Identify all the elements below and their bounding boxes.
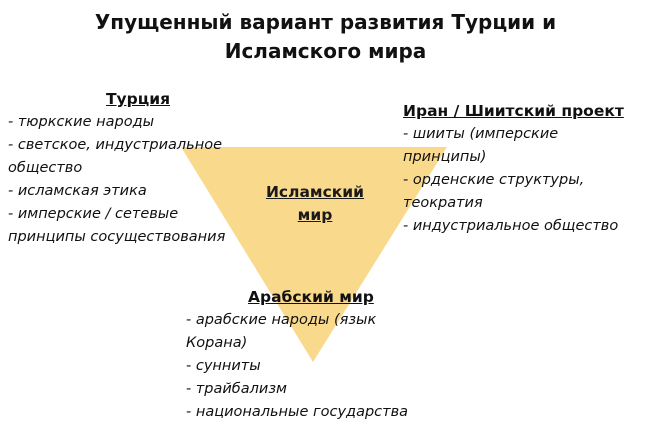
arab-item: - трайбализм xyxy=(186,381,287,397)
iran-item: - шииты (имперские xyxy=(403,126,559,142)
iran-item: теократия xyxy=(403,195,483,211)
turkey-heading: Турция xyxy=(105,90,171,108)
turkey-block: Турция - тюркские народы - светское, инд… xyxy=(8,88,268,249)
arab-item: - арабские народы (язык xyxy=(186,312,377,328)
arab-item: Корана) xyxy=(186,335,248,351)
iran-item: - индустриальное общество xyxy=(403,218,619,234)
iran-heading: Иран / Шиитский проект xyxy=(403,102,624,120)
center-line-2: мир xyxy=(297,206,333,224)
arab-heading: Арабский мир xyxy=(248,288,374,306)
iran-item: - орденские структуры, xyxy=(403,172,585,188)
diagram-title: Упущенный вариант развития Турции и Исла… xyxy=(0,8,651,66)
title-line-1: Упущенный вариант развития Турции и xyxy=(94,10,557,34)
turkey-item: общество xyxy=(8,160,83,176)
turkey-item: - светское, индустриальное xyxy=(8,137,222,153)
center-line-1: Исламский xyxy=(265,183,365,201)
title-line-2: Исламского мира xyxy=(224,39,427,63)
arab-item: - сунниты xyxy=(186,358,261,374)
turkey-item: - исламская этика xyxy=(8,183,147,199)
turkey-item: - имперские / сетевые xyxy=(8,206,179,222)
islamic-world-center-label: Исламский мир xyxy=(240,181,390,227)
arab-block: Арабский мир - арабские народы (язык Кор… xyxy=(186,286,408,424)
turkey-item: принципы сосуществования xyxy=(8,229,226,245)
turkey-item: - тюркские народы xyxy=(8,114,155,130)
iran-item: принципы) xyxy=(403,149,487,165)
iran-block: Иран / Шиитский проект - шииты (имперски… xyxy=(403,100,624,238)
arab-item: - национальные государства xyxy=(186,404,409,420)
